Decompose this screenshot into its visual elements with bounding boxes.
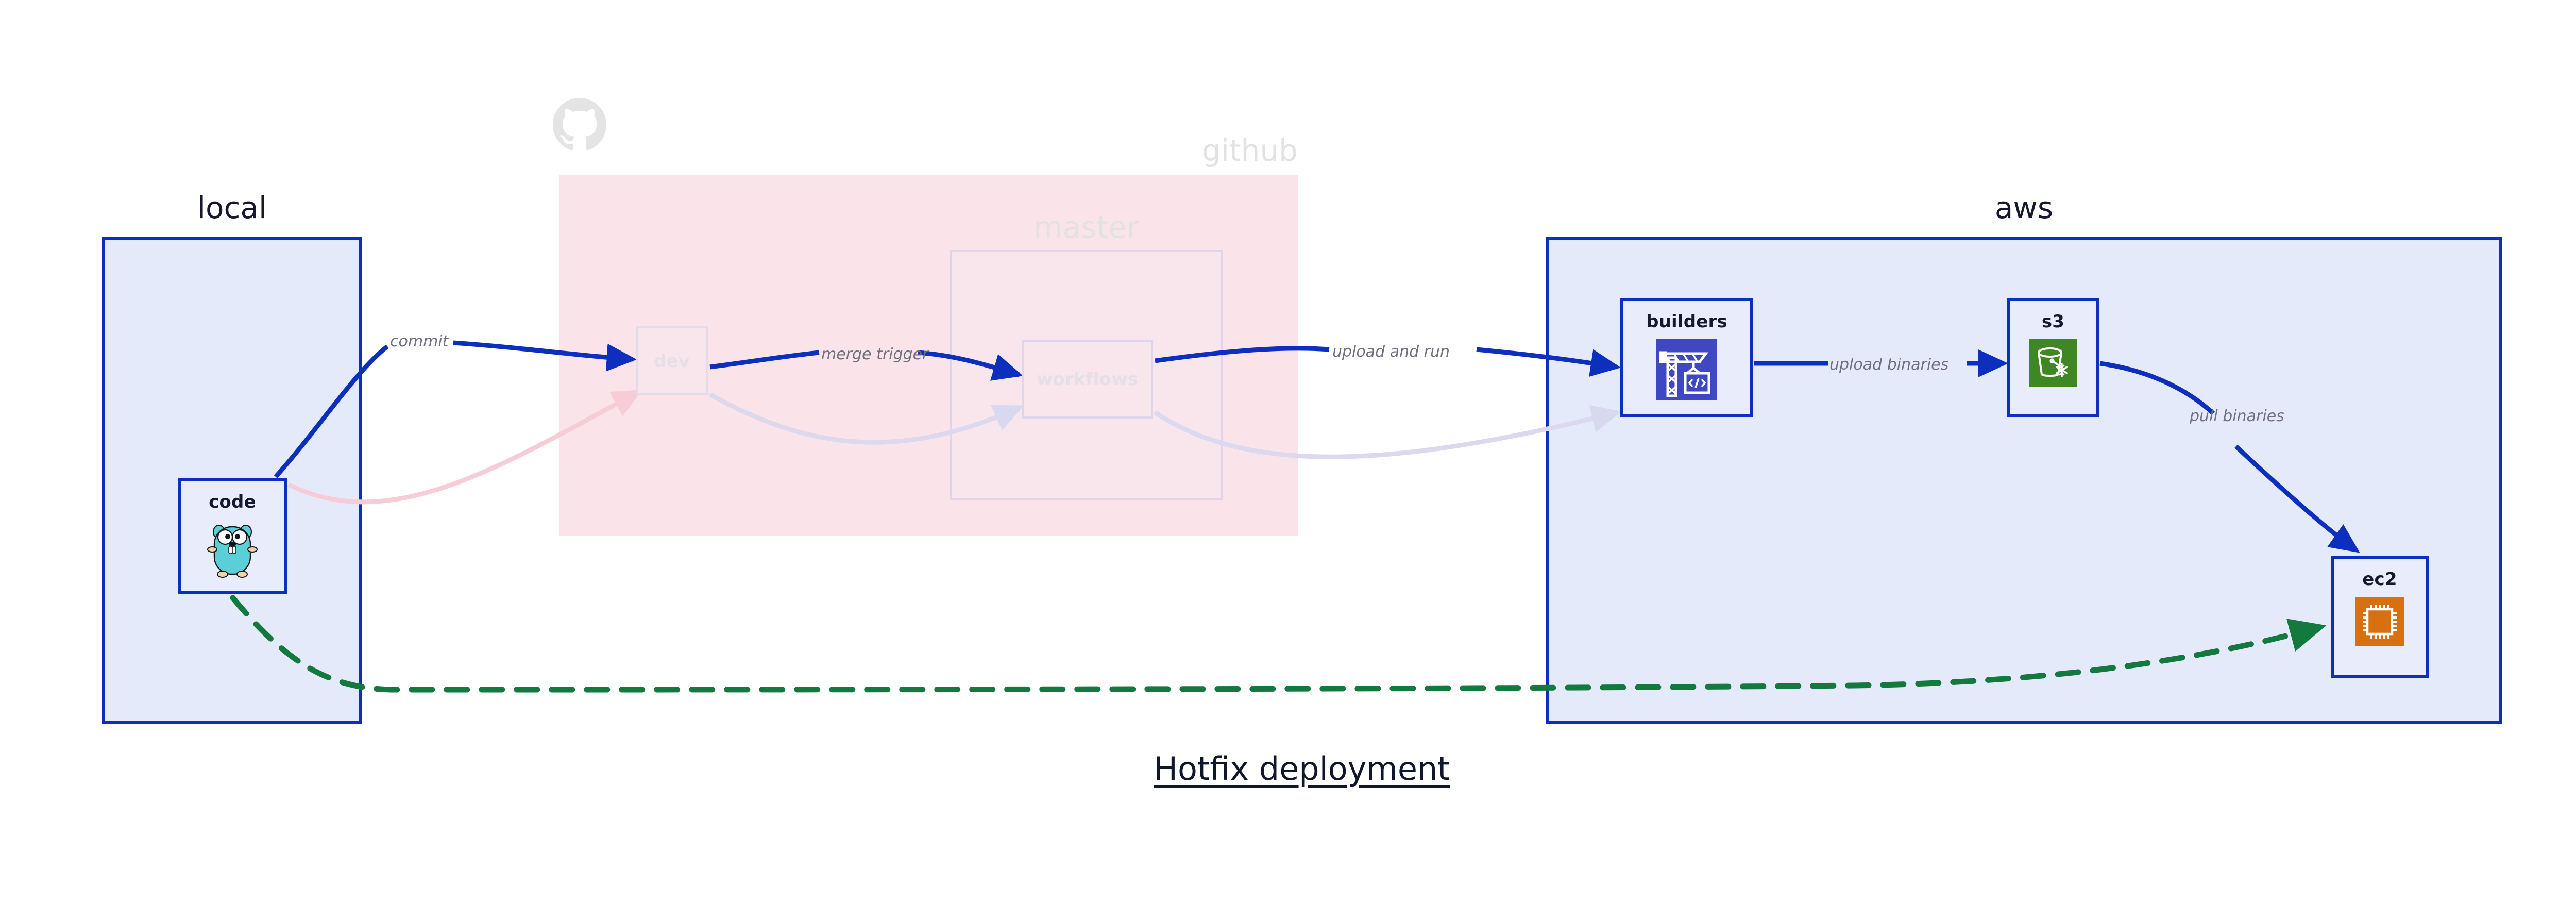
cluster-label-aws: aws (1994, 190, 2054, 225)
cluster-label-local: local (197, 190, 267, 225)
node-ec2-label: ec2 (2362, 569, 2397, 590)
aws-ec2-icon (2355, 597, 2404, 648)
node-s3[interactable]: s3 (2007, 298, 2099, 417)
edge-label-commit: commit (390, 332, 449, 350)
node-dev[interactable]: dev (636, 326, 708, 395)
github-octocat-icon (553, 98, 606, 151)
node-code-label: code (209, 492, 256, 512)
diagram-title: Hotfix deployment (1154, 750, 1450, 788)
node-workflows-label: workflows (1036, 369, 1139, 390)
aws-codebuild-icon (1656, 339, 1717, 402)
cluster-label-master: master (1033, 210, 1139, 245)
edge-label-upload-binaries: upload binaries (1829, 356, 1949, 374)
cluster-label-github: github (1201, 133, 1298, 168)
aws-s3-glacier-icon (2029, 339, 2077, 389)
node-builders-label: builders (1646, 311, 1727, 332)
node-code[interactable]: code (178, 478, 287, 594)
node-ec2[interactable]: ec2 (2331, 556, 2429, 678)
edge-label-upload-and-run: upload and run (1332, 343, 1450, 361)
edge-label-pull-binaries: pull binaries (2190, 407, 2284, 425)
node-workflows[interactable]: workflows (1022, 340, 1153, 419)
node-builders[interactable]: builders (1620, 298, 1753, 417)
edge-label-merge-trigger: merge trigger (821, 345, 929, 363)
go-gopher-icon (206, 520, 259, 582)
node-s3-label: s3 (2041, 311, 2065, 332)
node-dev-label: dev (653, 351, 690, 372)
